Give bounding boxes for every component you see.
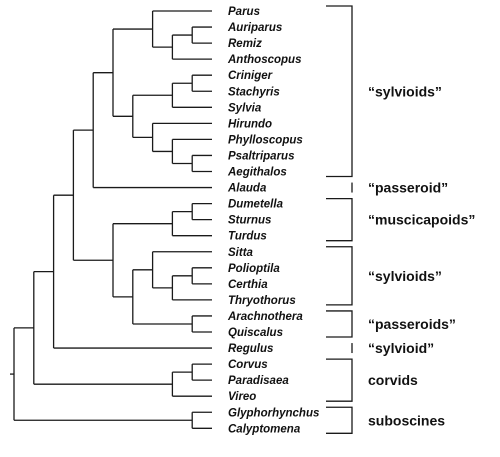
taxon-label: Glyphorhynchus bbox=[228, 407, 319, 419]
group-label: “passeroid” bbox=[368, 180, 448, 196]
group-label: “sylvioids” bbox=[368, 83, 442, 99]
group-label: suboscines bbox=[368, 412, 445, 428]
taxon-label: Criniger bbox=[228, 70, 273, 82]
taxon-label: Hirundo bbox=[228, 118, 272, 130]
taxon-label: Sylvia bbox=[228, 102, 262, 114]
taxon-label: Turdus bbox=[228, 231, 267, 243]
group-bracket bbox=[326, 310, 353, 338]
taxon-label: Regulus bbox=[228, 343, 273, 355]
group-label: “sylvioids” bbox=[368, 268, 442, 284]
group-label: corvids bbox=[368, 372, 418, 388]
group-bracket bbox=[326, 197, 353, 242]
taxon-label: Thryothorus bbox=[228, 295, 296, 307]
taxon-label: Certhia bbox=[228, 279, 268, 291]
taxon-label: Sturnus bbox=[228, 215, 271, 227]
taxon-label: Corvus bbox=[228, 359, 268, 371]
group-bracket bbox=[326, 406, 353, 434]
group-bracket bbox=[326, 358, 353, 402]
group-bracket bbox=[326, 5, 353, 178]
taxon-label: Calyptomena bbox=[228, 423, 301, 435]
taxon-label: Dumetella bbox=[228, 199, 284, 211]
group-label: “passeroids” bbox=[368, 316, 456, 332]
taxon-label: Aegithalos bbox=[227, 167, 287, 179]
taxon-label: Remiz bbox=[228, 38, 262, 50]
taxon-label: Sitta bbox=[228, 247, 254, 259]
taxon-label: Stachyris bbox=[228, 86, 280, 98]
taxon-label: Anthoscopus bbox=[227, 54, 301, 66]
taxon-label: Alauda bbox=[227, 183, 267, 195]
taxon-label: Auriparus bbox=[227, 22, 282, 34]
taxon-label: Polioptila bbox=[228, 263, 280, 275]
taxon-label: Vireo bbox=[228, 391, 256, 403]
taxon-label: Parus bbox=[228, 6, 260, 18]
taxon-label: Paradisaea bbox=[228, 375, 289, 387]
taxon-label: Psaltriparus bbox=[228, 150, 294, 162]
taxon-label: Arachnothera bbox=[227, 311, 303, 323]
group-label: “sylvioid” bbox=[368, 340, 434, 356]
group-bracket bbox=[326, 246, 353, 306]
taxon-label: Phylloscopus bbox=[228, 134, 303, 146]
group-label: “muscicapoids” bbox=[368, 212, 475, 228]
taxon-label: Quiscalus bbox=[228, 327, 283, 339]
